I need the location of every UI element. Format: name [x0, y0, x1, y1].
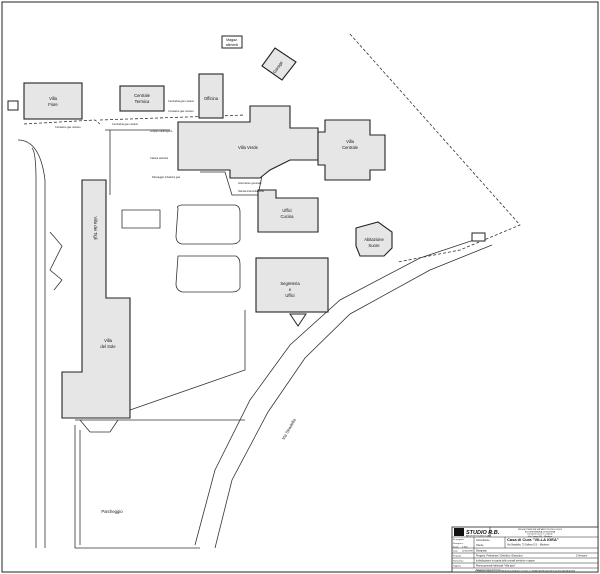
villa-dei-tigli: Villa dei Tigli [61, 179, 131, 419]
svg-text:Cabina elettrica: Cabina elettrica [150, 156, 169, 160]
uffici-cucina: Uffici Cucina [257, 189, 319, 233]
svg-text:Termica: Termica [135, 99, 150, 104]
svg-text:alimenti: alimenti [226, 43, 239, 47]
svg-text:del Sole: del Sole [100, 344, 116, 349]
svg-text:Villa: Villa [346, 139, 355, 144]
magaz-alimenti: Magaz. alimenti [221, 35, 243, 49]
villa-fiore: Villa Fiore [23, 82, 83, 120]
svg-text:Disegno n.: Disegno n. [453, 543, 464, 545]
garage: Garage [261, 47, 297, 81]
svg-text:Aggiornamento elaborato: Aggiornamento elaborato [476, 569, 501, 572]
villa-centrale: Villa Centrale [317, 119, 386, 181]
abitazione-suore: Abitazione Suore [355, 221, 393, 257]
site-paths [105, 129, 246, 411]
svg-text:Valvola intercettazione: Valvola intercettazione [238, 189, 264, 193]
svg-text:Scala: Scala [453, 547, 459, 549]
svg-text:Via Campi 000 - Modena: Via Campi 000 - Modena [528, 536, 553, 538]
svg-text:Villa: Villa [49, 96, 58, 101]
svg-text:11/06/1999: 11/06/1999 [462, 551, 474, 553]
property-boundary-west [23, 119, 101, 125]
svg-text:Contatore gas metano: Contatore gas metano [55, 125, 81, 129]
svg-text:Uffici: Uffici [285, 293, 294, 298]
west-road [17, 139, 46, 548]
svg-text:Via Stradella, 73 Soliera S.S.: Via Stradella, 73 Soliera S.S. - Modena … [507, 544, 550, 547]
svg-text:Particolare: Particolare [453, 560, 464, 563]
villa-verde-annex [200, 171, 263, 196]
svg-text:Centralina gas metano: Centralina gas metano [168, 99, 195, 103]
svg-text:Oggetto: Oggetto [453, 565, 462, 568]
svg-text:ED INGEGNERIA DI MODENA: ED INGEGNERIA DI MODENA [525, 530, 556, 533]
svg-text:e: e [289, 287, 292, 292]
svg-text:Data: Data [453, 550, 458, 553]
svg-text:Cliente: Cliente [476, 544, 484, 547]
kiosk-east [471, 232, 486, 242]
svg-text:Uffici: Uffici [282, 208, 291, 213]
svg-text:Pianta generale fabbricati "Vi: Pianta generale fabbricati "Villa Igea" [476, 565, 515, 568]
svg-text:1:500: 1:500 [462, 547, 468, 549]
svg-text:Villa: Villa [104, 338, 113, 343]
road-edge-left [194, 237, 481, 546]
sole-entrance [79, 419, 119, 433]
svg-text:Interruttore generale: Interruttore generale [238, 181, 262, 185]
svg-text:Progetto: Progetto [453, 555, 462, 558]
svg-text:Individuazione in pianta delle: Individuazione in pianta delle centrali … [476, 560, 536, 563]
svg-text:Centrale: Centrale [134, 93, 150, 98]
svg-text:Direzione lavori e collaudi: Direzione lavori e collaudi [528, 533, 553, 536]
svg-text:Contatore gas metano: Contatore gas metano [168, 109, 194, 113]
svg-text:N. progetto: N. progetto [453, 538, 465, 541]
svg-text:STUDIO R.B.: STUDIO R.B. [466, 530, 500, 536]
svg-text:Committente: Committente [476, 539, 490, 542]
officina: Officina [198, 73, 224, 119]
villa-verde: Villa Verde [177, 105, 319, 179]
technical-notes: Centralina gas metano Contatore gas meta… [55, 99, 264, 193]
tigli-wing-stairs [49, 231, 63, 291]
parking-outline [74, 419, 245, 549]
svg-text:Centrale: Centrale [342, 145, 358, 150]
via-stradella-label: Via Stradella [281, 417, 297, 441]
studio-logo: STUDIO R.B. ARCHITETTI ASSOCIATI [454, 528, 500, 538]
svg-text:Abitazione: Abitazione [364, 237, 384, 242]
svg-text:Magaz.: Magaz. [226, 38, 238, 42]
svg-text:Fiore: Fiore [48, 102, 58, 107]
svg-text:Centralina gas metano: Centralina gas metano [112, 122, 139, 126]
title-block: STUDIO R.B. ARCHITETTI ASSOCIATI PROGETT… [451, 526, 599, 573]
segreteria-uffici: Segreteria e Uffici [255, 257, 329, 313]
svg-text:Progetto: Preliminare / Defi: Progetto: Preliminare / Definitivo / Ese… [476, 555, 523, 558]
title-block-footer: IL PRESENTE DISEGNO E' DI PROPRIETA' ESC… [475, 570, 576, 573]
villa-del-sole: Villa del Sole [100, 338, 116, 349]
svg-text:Villa dei Tigli: Villa dei Tigli [93, 216, 98, 239]
svg-text:Villa Verde: Villa Verde [238, 145, 259, 150]
road-edge-right [214, 244, 493, 549]
kiosk-west [7, 100, 19, 111]
segreteria-entrance [289, 313, 307, 327]
svg-text:0 Versione: 0 Versione [576, 555, 588, 558]
svg-text:ARCHITETTI ASSOCIATI: ARCHITETTI ASSOCIATI [466, 535, 491, 538]
svg-text:Officina: Officina [204, 96, 219, 101]
svg-text:Disegnato: Disegnato [476, 550, 487, 553]
parcheggio-label: Parcheggio [101, 509, 123, 514]
svg-text:Segreteria: Segreteria [280, 281, 300, 286]
svg-text:PROGETTAZIONE IMPIANTI TECNOLO: PROGETTAZIONE IMPIANTI TECNOLOGICI [518, 528, 563, 531]
garden-bed-2 [175, 255, 241, 293]
centrale-termica: Centrale Termica [119, 85, 165, 112]
svg-text:Suore: Suore [368, 243, 380, 248]
garden-bed-1 [175, 204, 241, 245]
garden-bed-3 [121, 209, 161, 229]
svg-text:Gruppo elettrogeno: Gruppo elettrogeno [150, 129, 173, 133]
svg-text:Passaggio tubazioni gas: Passaggio tubazioni gas [152, 175, 181, 179]
svg-text:Casa di Cura "VILLA IGEA": Casa di Cura "VILLA IGEA" [507, 537, 559, 542]
svg-text:Cucina: Cucina [280, 214, 294, 219]
